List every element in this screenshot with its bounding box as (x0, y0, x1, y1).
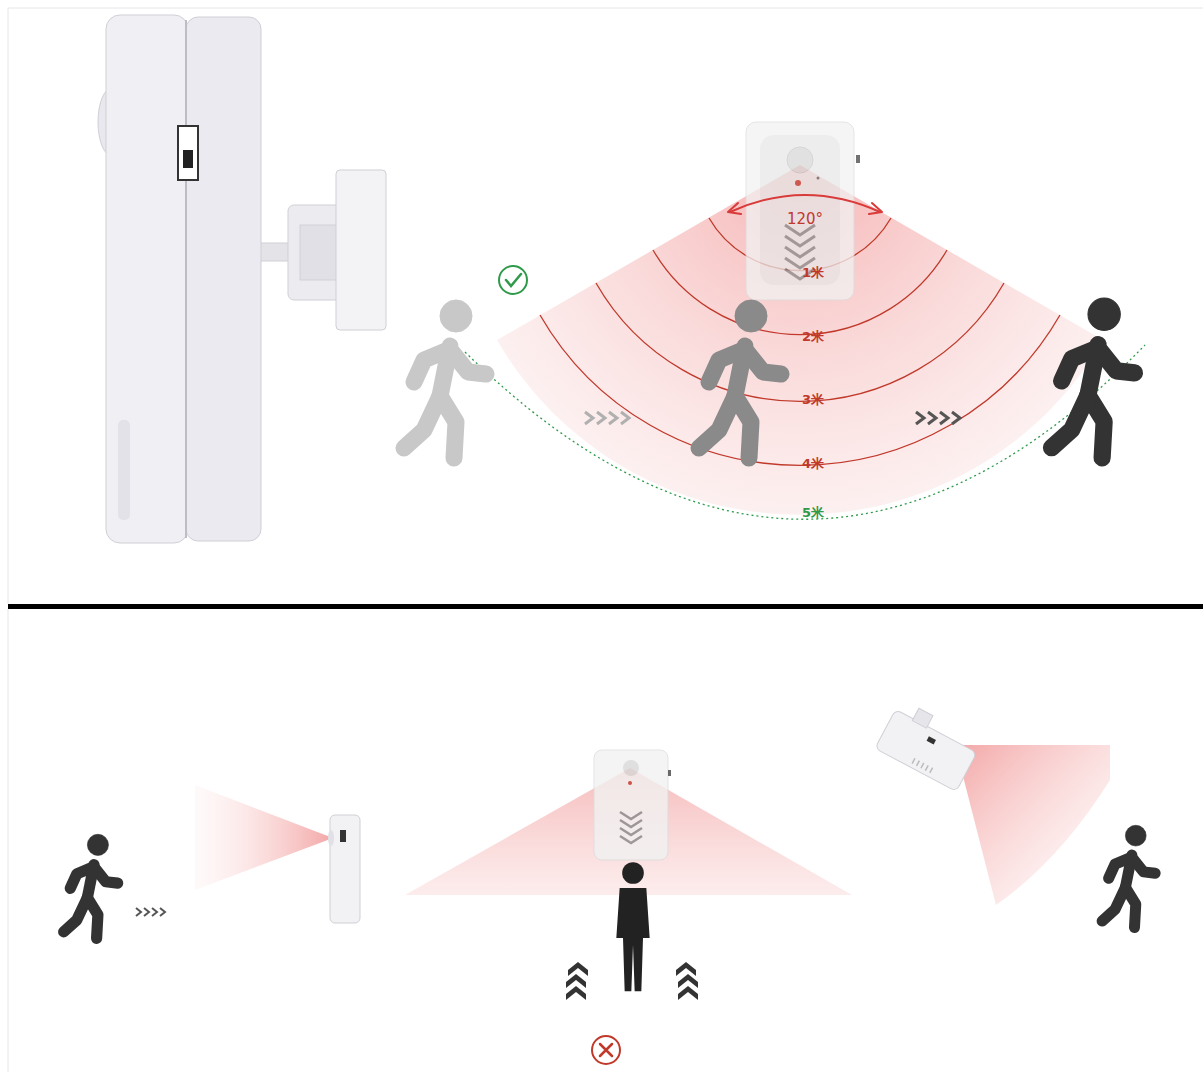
detection-fan (465, 165, 1145, 519)
distance-label: 2米 (802, 330, 824, 343)
angle-label: 120° (787, 212, 823, 227)
tilted-detection (875, 699, 1110, 905)
person-walking (1102, 825, 1155, 927)
distance-label: 4米 (802, 457, 824, 470)
distance-label: 3米 (802, 393, 824, 406)
check-mark (499, 266, 527, 294)
panel-divider (8, 604, 1203, 609)
person-walking (1052, 298, 1135, 458)
motion-chevrons (136, 908, 165, 916)
side-detection (195, 785, 360, 923)
person-walking (699, 300, 781, 458)
panel-border (8, 609, 9, 1072)
distance-label: 5米 (802, 506, 824, 519)
device-front-view (746, 122, 860, 300)
cross-mark (592, 1036, 620, 1064)
person-walking (64, 834, 118, 938)
distance-label: 1米 (802, 266, 824, 279)
panel-border (8, 8, 1203, 9)
motion-chevrons (566, 962, 698, 1000)
motion-chevrons (585, 412, 629, 424)
person-walking (404, 300, 486, 458)
person-standing (616, 862, 649, 991)
motion-chevrons (916, 412, 960, 424)
panel-border (8, 8, 9, 604)
device-side-view (98, 15, 386, 543)
